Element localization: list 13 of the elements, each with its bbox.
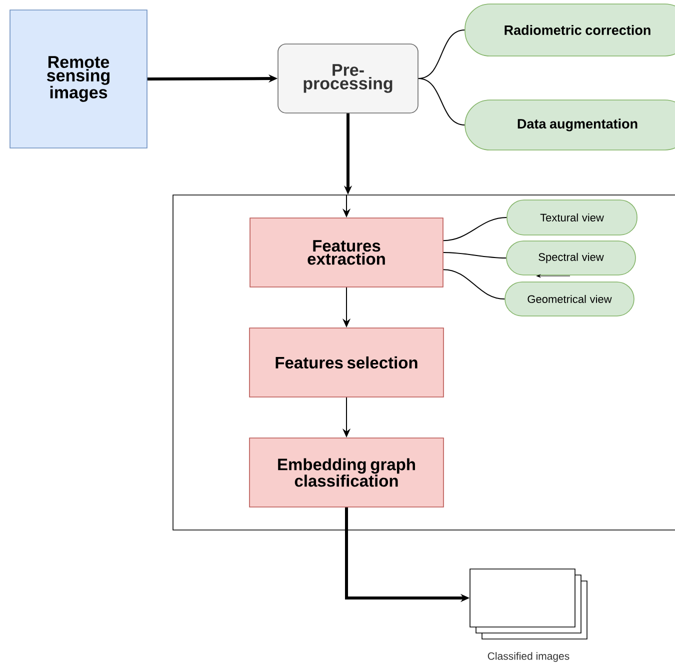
step-pill: Data augmentation — [464, 100, 675, 150]
step-pill: Radiometric correction — [464, 4, 675, 56]
input-box: Remote sensing images — [10, 10, 148, 148]
process-box: Pre-processing — [278, 44, 418, 114]
view-pill: Textural view — [506, 200, 638, 236]
view-pill: Spectral view — [506, 240, 636, 276]
process-box: Features selection — [249, 328, 444, 398]
group-frame — [172, 194, 675, 530]
view-pill: Geometrical view — [504, 282, 634, 316]
process-box: Embedding graph classification — [249, 438, 444, 508]
stacked-pages-drawing — [470, 568, 588, 640]
image-caption: Classified images — [488, 652, 570, 662]
process-box: Features extraction — [250, 218, 444, 288]
